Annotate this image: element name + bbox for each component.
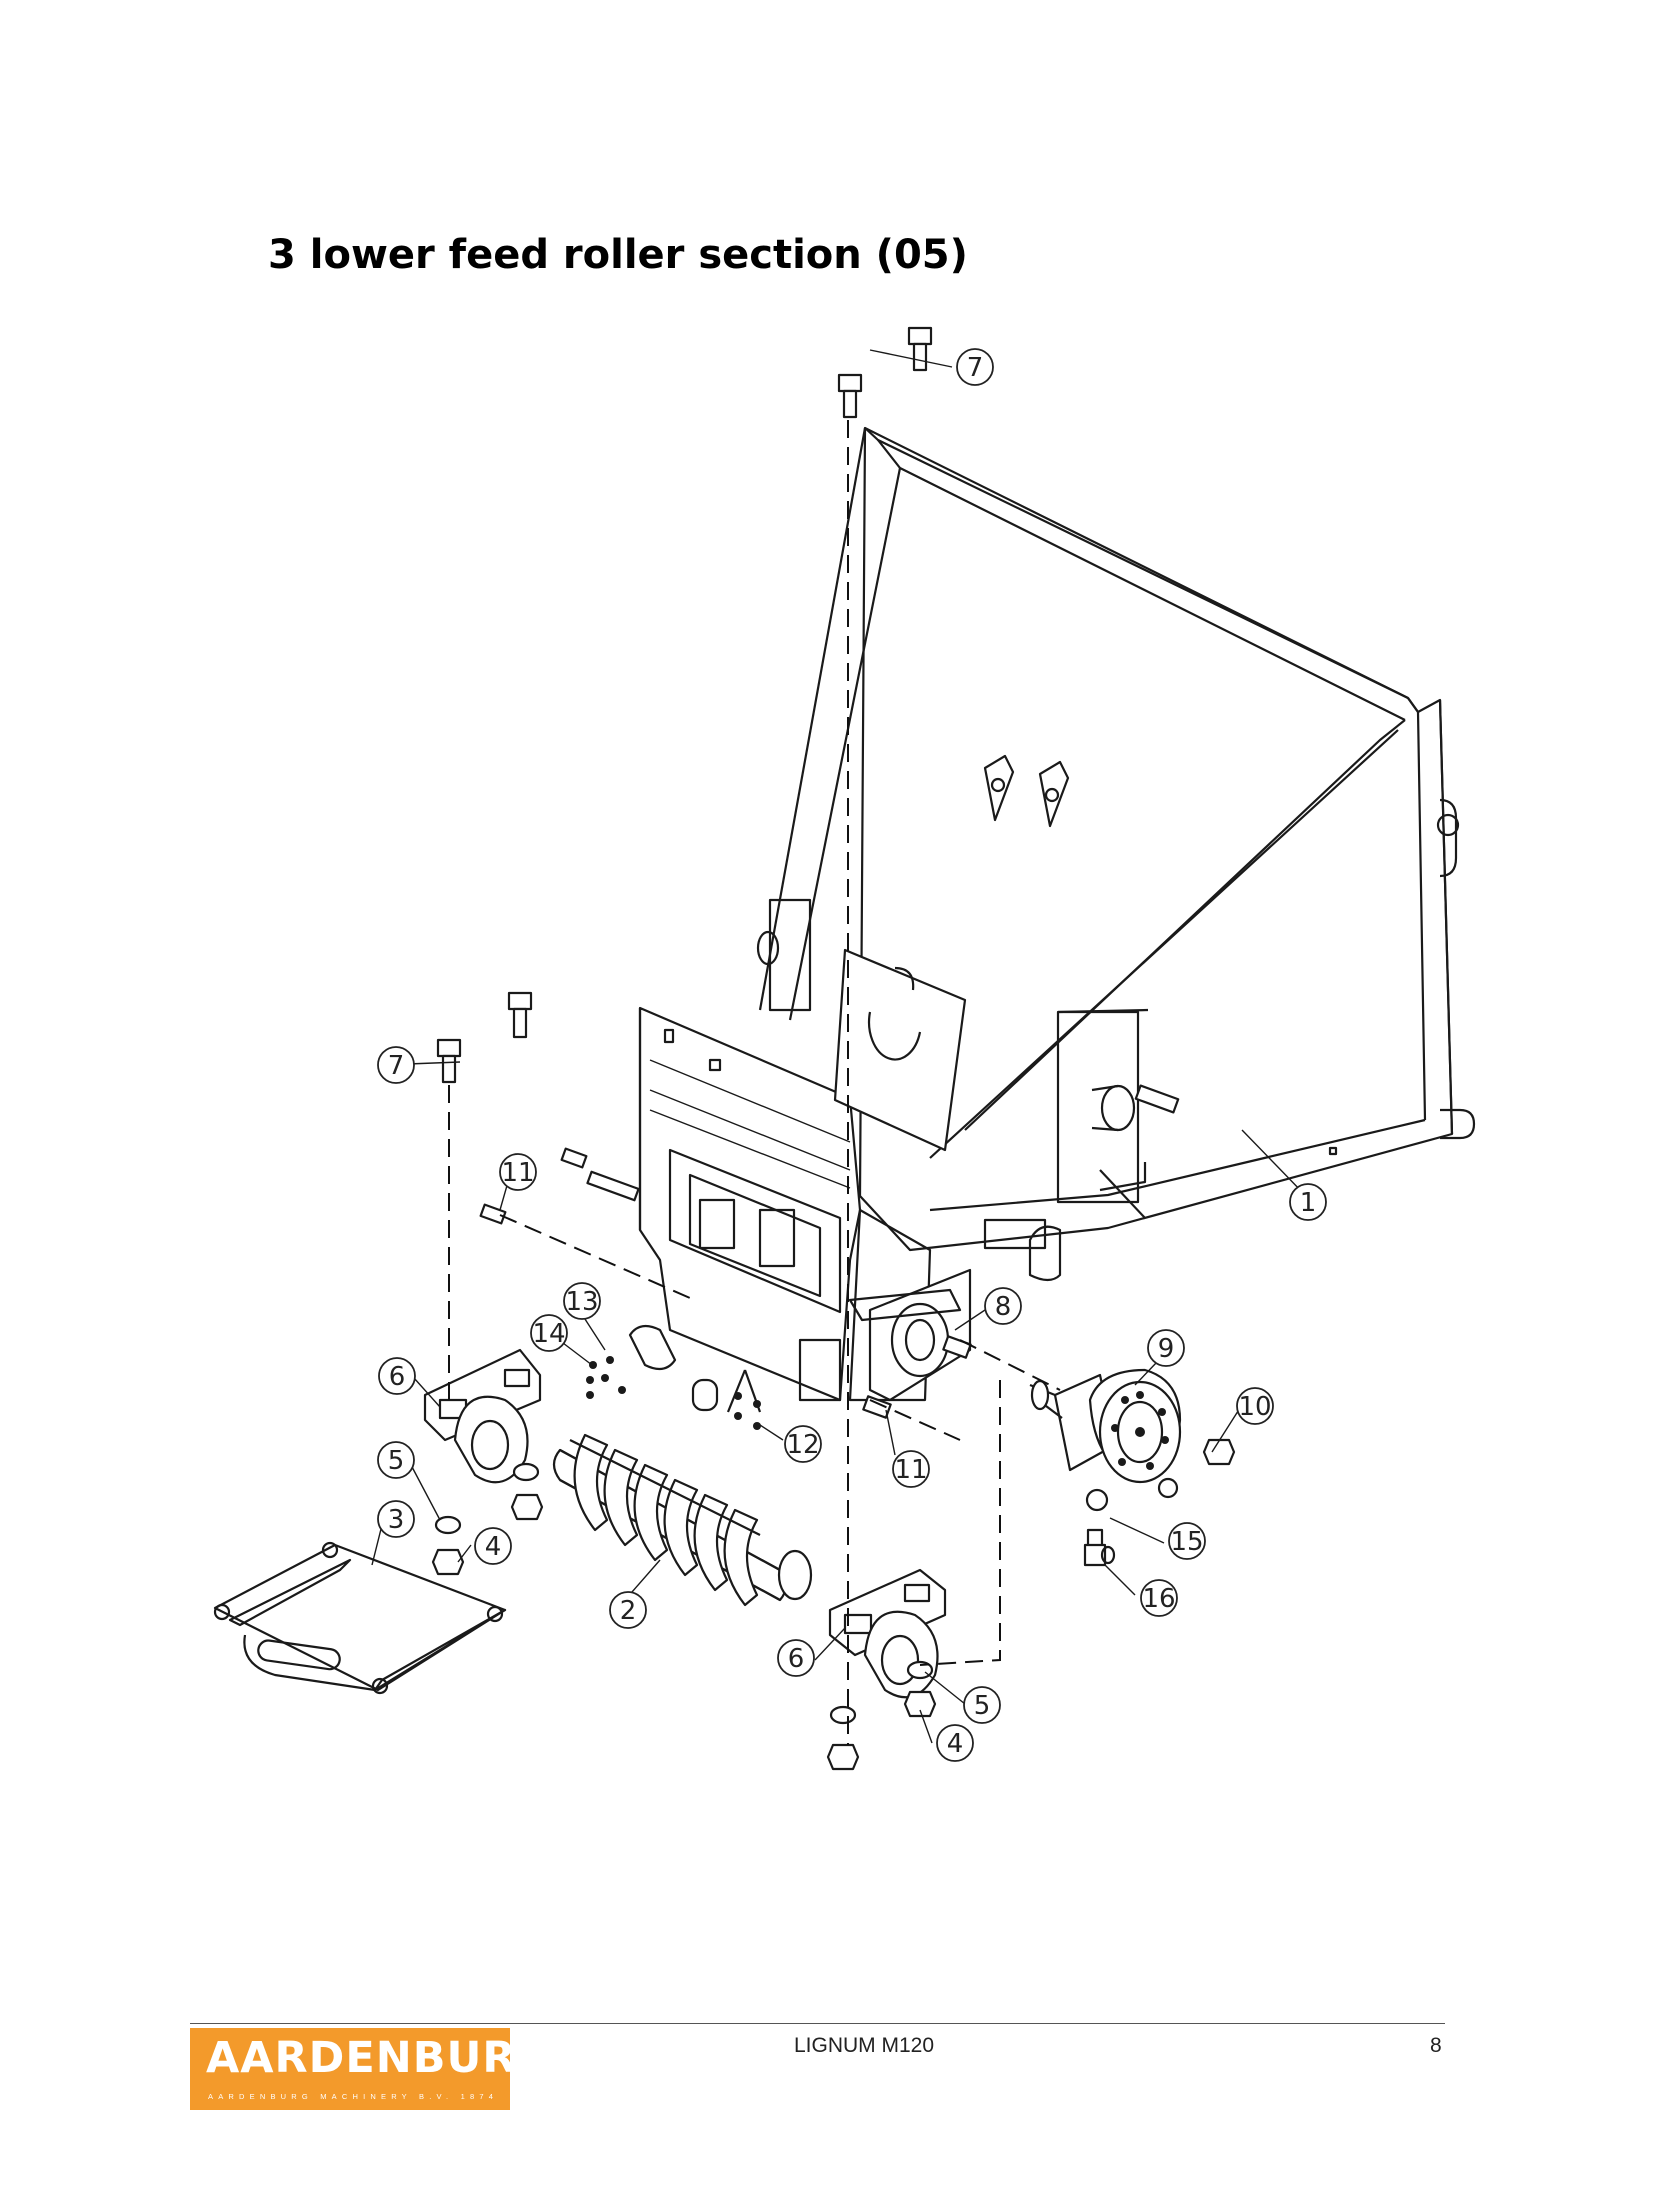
callout-4-left: 4 [474,1527,512,1565]
fasteners [431,326,1236,1771]
feed-frame-housing [638,948,972,1430]
callout-10: 10 [1236,1387,1274,1425]
svg-text:11: 11 [894,1455,927,1485]
callout-5-left: 5 [377,1441,415,1479]
callout-11-right: 11 [892,1450,930,1488]
svg-text:5: 5 [388,1446,405,1476]
document-name: LIGNUM M120 [794,2034,935,2057]
svg-text:11: 11 [501,1158,534,1188]
callout-2: 2 [609,1591,647,1629]
svg-text:15: 15 [1170,1527,1203,1557]
assembly-lines [448,420,1061,1745]
svg-text:12: 12 [786,1430,819,1460]
exploded-parts-diagram: 7 7 1 11 13 14 8 9 10 6 12 11 5 15 3 4 1… [213,326,1476,1771]
leader-lines [371,349,1306,1744]
part-callouts: 7 7 1 11 13 14 8 9 10 6 12 11 5 15 3 4 1… [377,348,1327,1762]
svg-text:14: 14 [532,1319,565,1349]
callout-5-right: 5 [963,1686,1001,1724]
svg-text:6: 6 [788,1644,805,1674]
callout-6-right: 6 [777,1639,815,1677]
svg-text:3: 3 [388,1505,405,1535]
bearing-left-part [423,1348,542,1484]
aardenburg-logo: AARDENBURG AARDENBURG MACHINERY B.V. 187… [190,2028,552,2110]
svg-text:1: 1 [1300,1188,1317,1218]
svg-text:7: 7 [967,353,984,383]
hopper-part [756,426,1476,1282]
svg-text:13: 13 [565,1287,598,1317]
hydraulic-motor-part [1029,1368,1182,1567]
svg-text:7: 7 [388,1051,405,1081]
svg-text:16: 16 [1142,1584,1175,1614]
svg-text:9: 9 [1158,1334,1175,1364]
svg-text:8: 8 [995,1292,1012,1322]
callout-9: 9 [1147,1329,1185,1367]
logo-tagline: AARDENBURG MACHINERY B.V. 1874 [208,2092,499,2101]
callout-7-left: 7 [377,1046,415,1084]
callout-1: 1 [1289,1183,1327,1221]
svg-text:10: 10 [1238,1392,1271,1422]
svg-text:6: 6 [389,1362,406,1392]
callout-14: 14 [530,1314,568,1352]
feed-roller-part [552,1433,813,1607]
callout-8: 8 [984,1287,1022,1325]
page-title: 3 lower feed roller section (05) [268,232,968,278]
logo-wordmark: AARDENBURG [206,2033,553,2083]
footer-rule [190,2023,1445,2024]
callout-13: 13 [563,1282,601,1320]
page-number: 8 [1430,2034,1442,2057]
callout-3: 3 [377,1500,415,1538]
callout-15: 15 [1168,1522,1206,1560]
callout-16: 16 [1140,1579,1178,1617]
callout-4-right: 4 [936,1724,974,1762]
cover-plate-part [213,1541,507,1695]
callout-12: 12 [784,1425,822,1463]
svg-text:4: 4 [485,1532,502,1562]
svg-text:4: 4 [947,1729,964,1759]
callout-6-left: 6 [378,1357,416,1395]
svg-text:2: 2 [620,1596,637,1626]
callout-11-left: 11 [499,1153,537,1191]
callout-7-top: 7 [956,348,994,386]
svg-text:5: 5 [974,1691,991,1721]
